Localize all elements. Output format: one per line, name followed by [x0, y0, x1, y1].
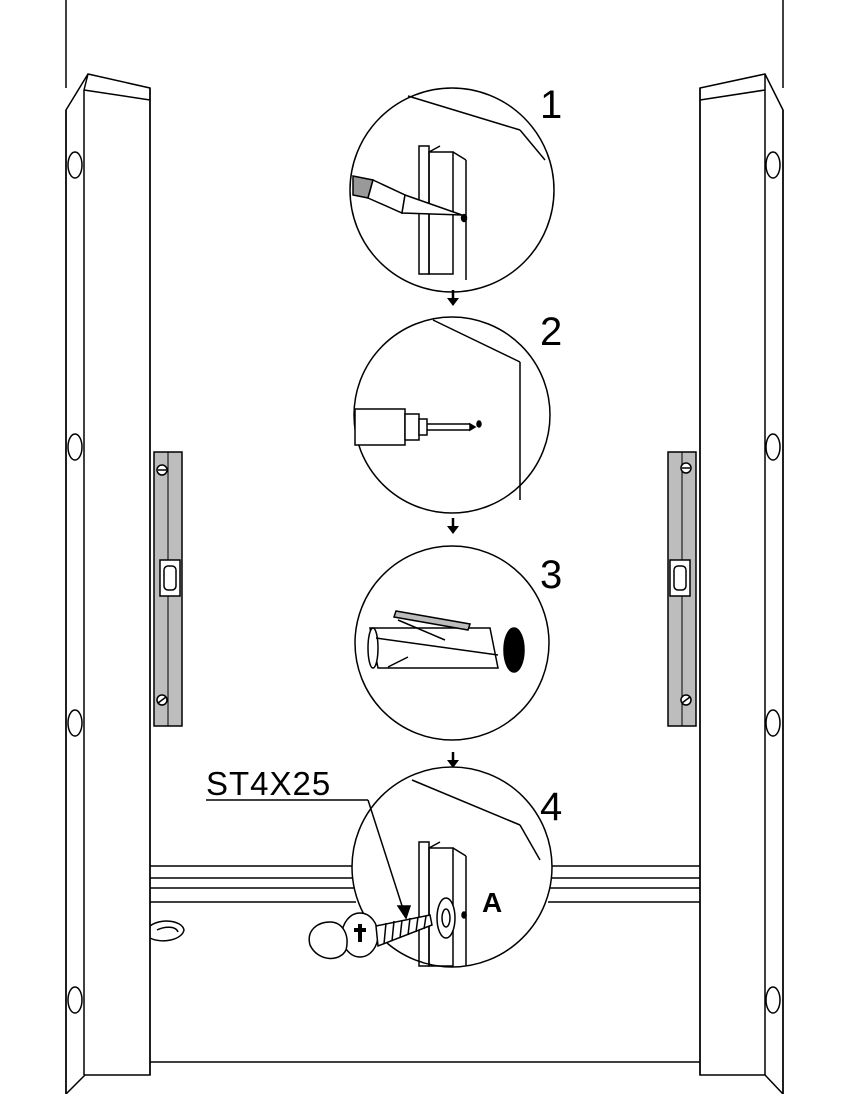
step-2-circle [353, 316, 551, 514]
part-marker-label: A [482, 887, 502, 918]
arrow-down-icon [447, 752, 459, 768]
step-4-number: 4 [540, 785, 562, 829]
floor-hole [149, 920, 185, 942]
step-3-detail [354, 545, 550, 741]
drill-icon [354, 408, 477, 446]
step-2-number: 2 [540, 310, 562, 354]
screw-icon [341, 912, 433, 958]
step-3-number: 3 [540, 553, 562, 597]
step-2-detail [353, 316, 551, 514]
arrow-down-icon [447, 518, 459, 534]
wall-anchor-icon [367, 610, 499, 669]
screw-spec-label: ST4X25 [206, 765, 331, 802]
screw-callout-leader [206, 799, 412, 920]
pencil-icon [352, 175, 463, 216]
step-4-detail [308, 766, 553, 968]
right-jamb [699, 73, 784, 1096]
crossbar [150, 865, 700, 903]
spirit-level-left [153, 451, 183, 727]
step-1-detail [349, 87, 555, 293]
left-jamb [65, 73, 151, 1096]
screw-cap-icon [308, 921, 348, 960]
step-1-number: 1 [540, 83, 562, 127]
spirit-level-right [667, 451, 697, 727]
door-frame [65, 0, 784, 1096]
arrow-down-icon [447, 290, 459, 306]
